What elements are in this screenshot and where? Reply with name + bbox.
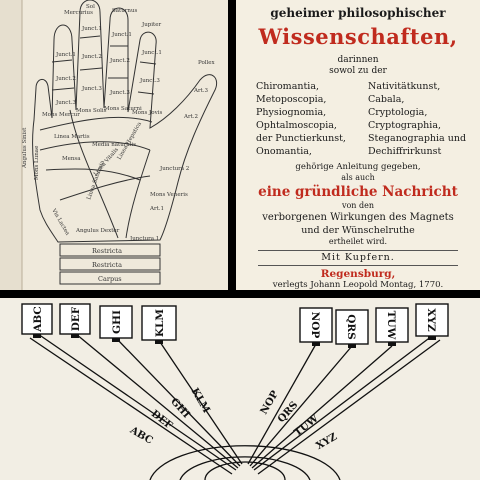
title-line-11: ertheilet wird. xyxy=(328,237,388,246)
mons-label: Mons Jovis xyxy=(132,110,162,116)
cipher-fan-diagram-panel: ABC DEF GHI KLM NOP QRS TUW XYZ ABC DEF … xyxy=(0,298,480,480)
junct-label: Junct.1 xyxy=(111,32,132,38)
subject-item: Chiromantia, xyxy=(256,81,320,92)
wrist-label: Carpus xyxy=(98,275,122,283)
title-line-5: gehörige Anleitung gegeben, xyxy=(295,162,421,172)
subject-column-right: Nativitätkunst, Cabala, Cryptologia, Cry… xyxy=(368,80,466,158)
line-label: Pollex xyxy=(198,60,216,66)
junct-label: Junct.2 xyxy=(81,54,102,60)
junct-label: Junct.2 xyxy=(55,76,76,82)
wrist-label: Junctura 1 xyxy=(129,236,159,242)
title-line-7: eine gründliche Nachricht xyxy=(258,184,458,200)
title-line-4: sowol zu der xyxy=(329,66,387,76)
horizontal-divider xyxy=(0,290,480,298)
subject-item: Ophtalmoscopia, xyxy=(256,120,337,131)
wrist-label: Junctura 2 xyxy=(159,166,189,172)
subject-item: Cryptographia, xyxy=(368,120,442,131)
cipher-box xyxy=(99,305,133,339)
junct-label: Junct.3 xyxy=(109,90,130,96)
mons-label: Mons Solis xyxy=(76,108,107,114)
ray-label: KLM xyxy=(189,386,212,415)
finger-label: Mercurius xyxy=(64,10,93,16)
title-page-panel: geheimer philosophischer Wissenschaften,… xyxy=(236,0,480,290)
art-label: Art.1 xyxy=(149,206,164,212)
ray-label: XYZ xyxy=(314,432,339,453)
cipher-box-label: XYZ xyxy=(425,308,437,332)
line-label: Mons Lunae xyxy=(34,146,40,180)
cipher-box-label: KLM xyxy=(154,309,166,338)
cipher-box xyxy=(299,307,333,343)
line-label: Angulus Dexter xyxy=(75,228,120,234)
ray-label: TUW xyxy=(292,413,321,439)
junct-label: Junct.1 xyxy=(141,50,162,56)
line-label: Mensa xyxy=(62,156,81,162)
palm-drawing: Mercurius Sol Saturnus Jupiter Junct.1 J… xyxy=(0,0,218,290)
cipher-box-label: GHI xyxy=(111,310,123,334)
finger-label: Sol xyxy=(86,4,95,10)
finger-label: Jupiter xyxy=(141,22,161,28)
junct-label: Junct.2 xyxy=(109,58,130,64)
line-label: Linea Martis xyxy=(54,134,90,140)
title-line-2: Wissenschaften, xyxy=(258,24,458,49)
cipher-box xyxy=(375,307,409,343)
line-label: Linea Saturnia xyxy=(86,159,106,200)
junct-label: Junct.1 xyxy=(55,52,76,58)
rule-top xyxy=(258,250,458,251)
subject-item: Metoposcopia, xyxy=(256,94,327,105)
ray-label: ABC xyxy=(127,424,154,446)
subject-item: Steganographia und xyxy=(368,133,467,144)
art-label: Art.3 xyxy=(193,88,209,94)
junct-label: Junct.1 xyxy=(81,26,102,32)
subject-item: Dechiffrirkunst xyxy=(368,146,442,157)
imprint-publisher: verlegts Johann Leopold Montag, 1770. xyxy=(272,280,444,290)
cipher-box xyxy=(59,303,91,335)
imprint-place: Regensburg, xyxy=(320,268,396,280)
cipher-fan-drawing: ABC DEF GHI KLM NOP QRS TUW XYZ ABC DEF … xyxy=(21,303,449,480)
mons-label: Mons Mercur xyxy=(42,112,80,118)
line-label: Linea Hepatica xyxy=(117,121,144,161)
mons-label: Mons Saturni xyxy=(104,106,142,112)
finger-label: Saturnus xyxy=(112,8,138,14)
rule-bottom xyxy=(258,265,458,266)
wrist-label: Restricta xyxy=(92,247,122,255)
wrist-label: Restricta xyxy=(92,261,122,269)
cipher-box xyxy=(141,305,177,341)
art-label: Art.2 xyxy=(183,114,198,120)
plates-note: Mit Kupfern. xyxy=(321,252,395,263)
junct-label: Junct.3 xyxy=(55,100,76,106)
junct-label: Junct.3 xyxy=(139,78,160,84)
title-line-1: geheimer philosophischer xyxy=(270,6,446,20)
subject-item: der Punctierkunst, xyxy=(256,133,346,144)
ray-label: GHI xyxy=(168,396,192,420)
junct-label: Junct.3 xyxy=(81,86,102,92)
subject-column-left: Chiromantia, Metoposcopia, Physiognomia,… xyxy=(256,80,346,158)
subject-item: Onomantia, xyxy=(256,146,312,157)
title-line-9: verborgenen Wirkungen des Magnets xyxy=(262,212,454,223)
palm-illustration-panel: Mercurius Sol Saturnus Jupiter Junct.1 J… xyxy=(0,0,228,290)
title-line-8: von den xyxy=(341,201,375,210)
title-line-3: darinnen xyxy=(337,55,379,65)
line-label: Angulus Sinist xyxy=(22,127,28,169)
title-line-10: und der Wünschelruthe xyxy=(301,225,415,236)
cipher-box-label: NOP xyxy=(309,312,321,339)
subject-item: Cryptologia, xyxy=(368,107,428,118)
subject-item: Physiognomia, xyxy=(256,107,327,118)
title-line-6: als auch xyxy=(341,173,375,182)
line-label: Mons Veneris xyxy=(150,192,188,198)
cipher-box-label: ABC xyxy=(32,306,44,333)
vertical-divider xyxy=(228,0,236,290)
cipher-box-label: DEF xyxy=(70,306,82,331)
subject-item: Cabala, xyxy=(368,94,405,105)
subject-item: Nativitätkunst, xyxy=(368,81,441,92)
cipher-box-label: TUW xyxy=(385,311,397,340)
line-label: Media naturalis xyxy=(92,142,136,148)
cipher-box-label: QRS xyxy=(345,314,357,339)
line-label: Via Lactea xyxy=(50,207,71,237)
title-top-crop xyxy=(236,0,480,4)
